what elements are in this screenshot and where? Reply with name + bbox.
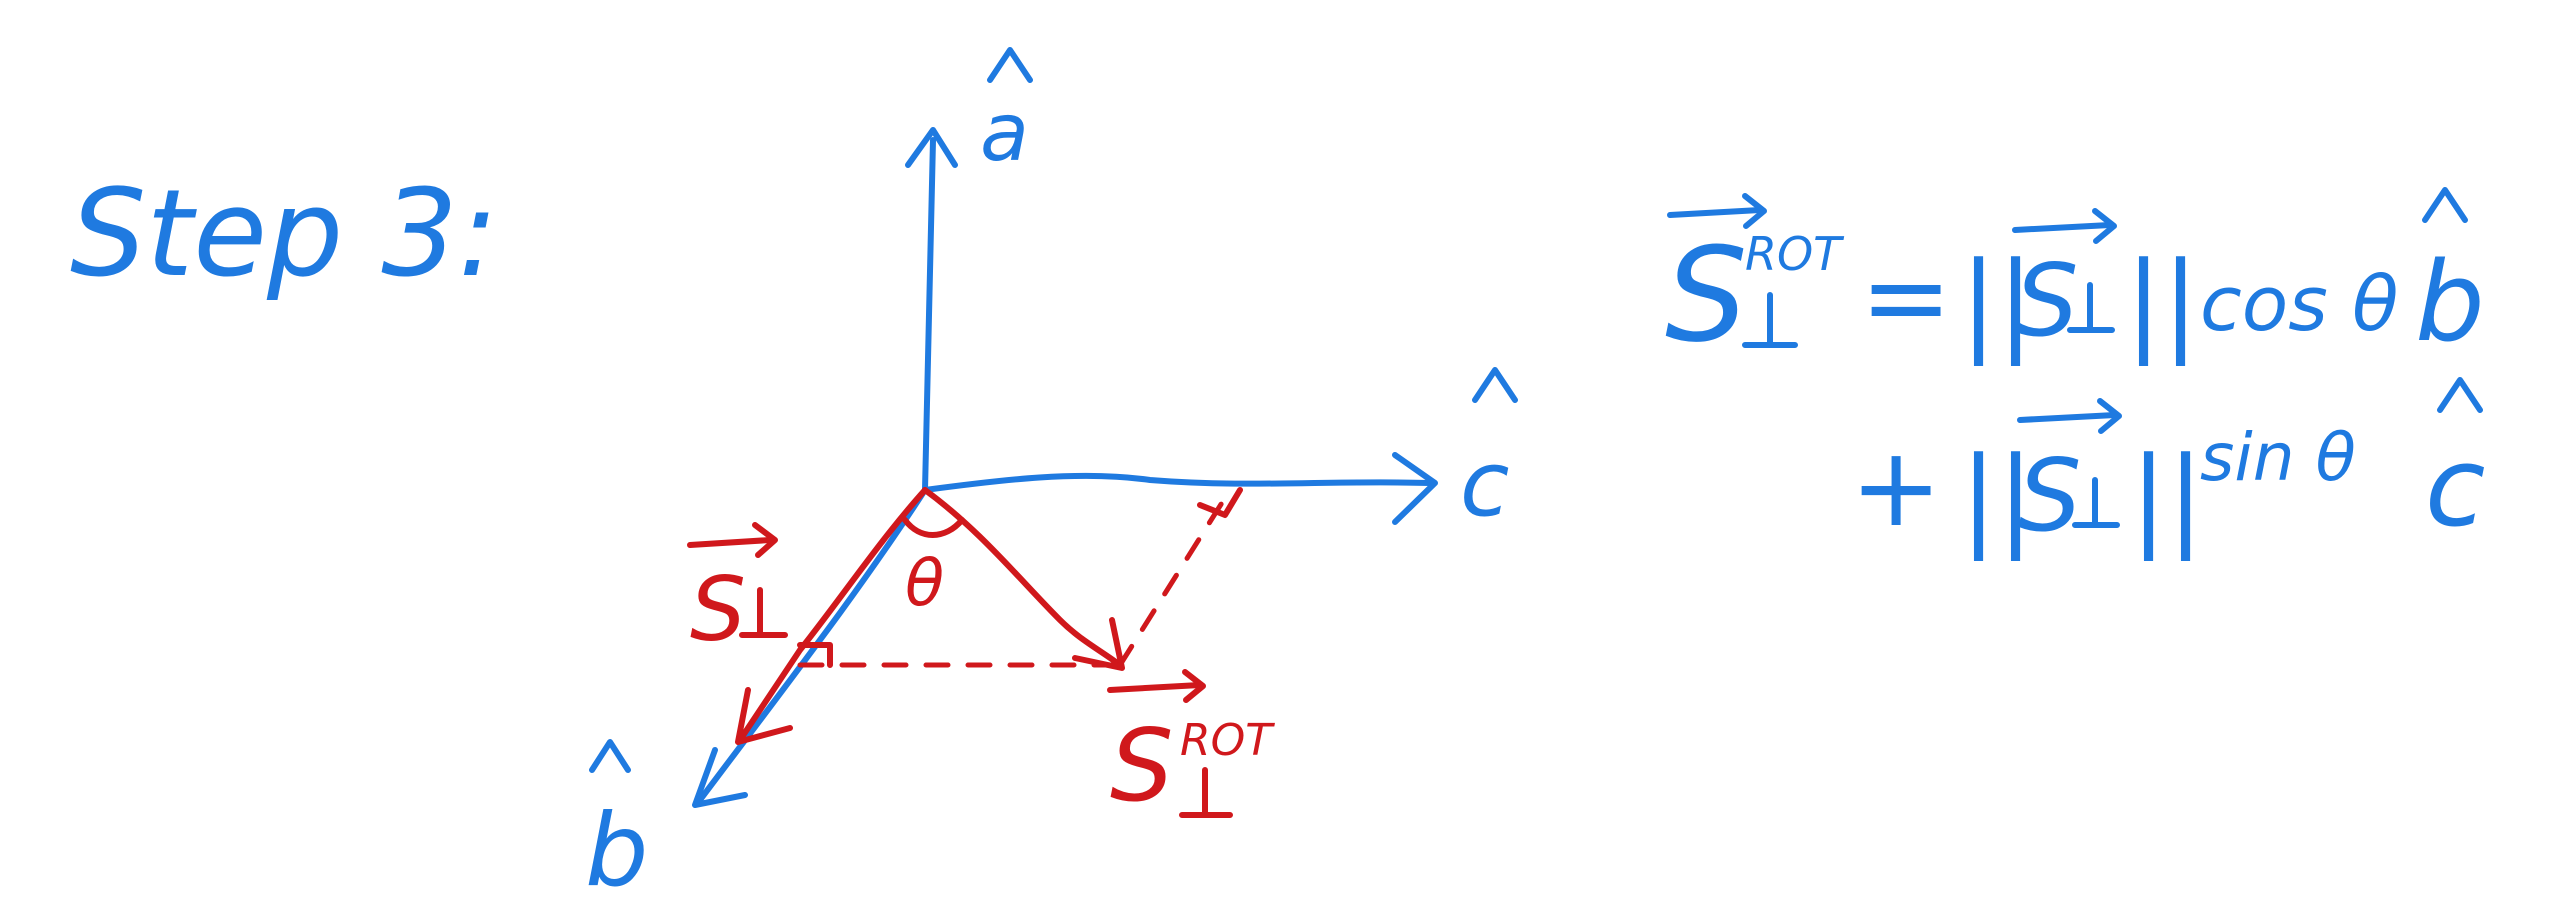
axis-a-line	[922, 137, 936, 493]
eq1-equals: =	[1860, 233, 1952, 361]
vec-bar-s-perp	[687, 537, 773, 548]
eq2-vec-bar	[2017, 412, 2118, 423]
axis-a-label: a	[980, 86, 1029, 179]
eq2-vec-arrow-icon	[2097, 398, 2122, 434]
s-rot-superscript: ROT	[1180, 715, 1275, 766]
eq2-norm-close: ||	[2130, 433, 2204, 562]
equation-line-1: S ROT = || S || cos θ b	[1665, 187, 2485, 371]
angle-arc	[902, 517, 965, 538]
perp-symbol-s-rot-icon	[1179, 767, 1233, 818]
eq2-norm-open: ||	[1960, 433, 2034, 562]
hat-b-icon	[589, 739, 631, 773]
eq2-plus: +	[1850, 423, 1942, 551]
equation-line-2: + || S || sin θ c	[1850, 377, 2485, 562]
eq2-perp-icon	[2072, 477, 2120, 528]
eq1-lhs-letter: S	[1665, 219, 1748, 371]
eq2-vec-letter: S	[2018, 437, 2081, 554]
axis-b-arrowhead	[692, 747, 748, 808]
eq1-norm-close: ||	[2125, 238, 2199, 367]
s-perp-line	[737, 487, 928, 743]
s-perp-letter: S	[690, 558, 746, 661]
vector-s-rot	[922, 487, 1125, 671]
eq1-hat-icon	[2422, 187, 2468, 223]
theta-label: θ	[905, 547, 944, 621]
projection-dash-diagonal	[1117, 487, 1233, 668]
s-rot-letter: S	[1110, 707, 1173, 824]
hat-c-icon	[1472, 367, 1518, 403]
eq1-lhs-vec-arrow-icon	[1742, 193, 1767, 229]
eq2-hat-icon	[2437, 377, 2483, 413]
right-angle-mark-b	[797, 642, 833, 668]
eq1-lhs-vec-bar	[1667, 207, 1763, 218]
right-angle-mark-c	[1197, 487, 1243, 518]
eq2-trig: sin θ	[2200, 419, 2356, 496]
hat-a-icon	[987, 47, 1033, 83]
axis-label-b: b	[585, 739, 648, 909]
vec-arrow-s-perp-icon	[752, 522, 778, 558]
axis-c-label: c	[1460, 432, 1509, 537]
axis-c	[922, 452, 1438, 525]
axis-a-arrowhead	[905, 127, 958, 168]
eq1-norm-open: ||	[1960, 238, 2034, 367]
eq2-unit: c	[2425, 423, 2485, 551]
axis-b-label: b	[585, 792, 648, 909]
axis-c-line	[922, 472, 1433, 493]
label-s-rot: S ROT	[1107, 669, 1275, 824]
s-rot-line	[922, 487, 1123, 668]
axis-c-arrowhead	[1392, 452, 1438, 525]
eq1-unit: b	[2415, 238, 2485, 366]
axis-label-c: c	[1460, 367, 1518, 537]
axis-a	[905, 127, 958, 493]
s-perp-arrowhead	[735, 687, 793, 745]
axis-b	[692, 487, 928, 808]
vec-arrow-s-rot-icon	[1182, 669, 1206, 703]
label-s-perp: S	[687, 522, 788, 661]
eq1-trig: cos θ	[2200, 259, 2399, 348]
perp-symbol-s-perp-icon	[739, 587, 788, 638]
eq1-vec-arrow-icon	[2092, 208, 2117, 244]
s-rot-arrowhead	[1072, 617, 1125, 671]
vector-s-perp	[735, 487, 928, 745]
eq1-lhs-superscript: ROT	[1745, 227, 1845, 281]
step-heading: Step 3:	[70, 165, 498, 304]
eq1-lhs-perp-icon	[1742, 292, 1798, 348]
vec-bar-s-rot	[1107, 682, 1203, 693]
eq1-perp-icon	[2067, 282, 2115, 333]
axis-b-line	[697, 487, 928, 803]
eq1-vec-bar	[2012, 222, 2113, 233]
axis-label-a: a	[980, 47, 1033, 179]
eq1-vec-letter: S	[2015, 242, 2078, 359]
